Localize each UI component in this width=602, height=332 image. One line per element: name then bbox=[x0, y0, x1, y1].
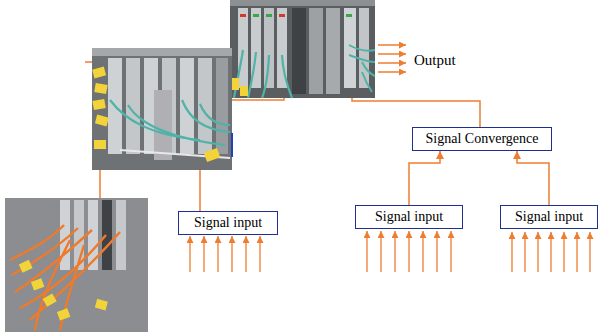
box-label: Signal input bbox=[515, 209, 583, 224]
box-label: Signal input bbox=[375, 209, 443, 224]
process-box: Signal input bbox=[178, 211, 278, 235]
top-rack-photo bbox=[230, 0, 375, 98]
process-box: Signal input bbox=[355, 205, 463, 229]
output-arrows bbox=[378, 45, 406, 72]
signal-connector bbox=[517, 151, 549, 205]
signal-connector bbox=[409, 151, 440, 205]
process-box: Signal Convergence bbox=[412, 127, 552, 151]
process-box: Signal input bbox=[500, 205, 598, 229]
box-label: Signal input bbox=[194, 215, 262, 230]
middle-rack-photo bbox=[92, 48, 232, 170]
bottom-rack-photo bbox=[5, 198, 148, 332]
output-label: Output bbox=[414, 52, 456, 69]
input-arrows bbox=[190, 231, 590, 272]
box-label: Signal Convergence bbox=[426, 131, 539, 146]
